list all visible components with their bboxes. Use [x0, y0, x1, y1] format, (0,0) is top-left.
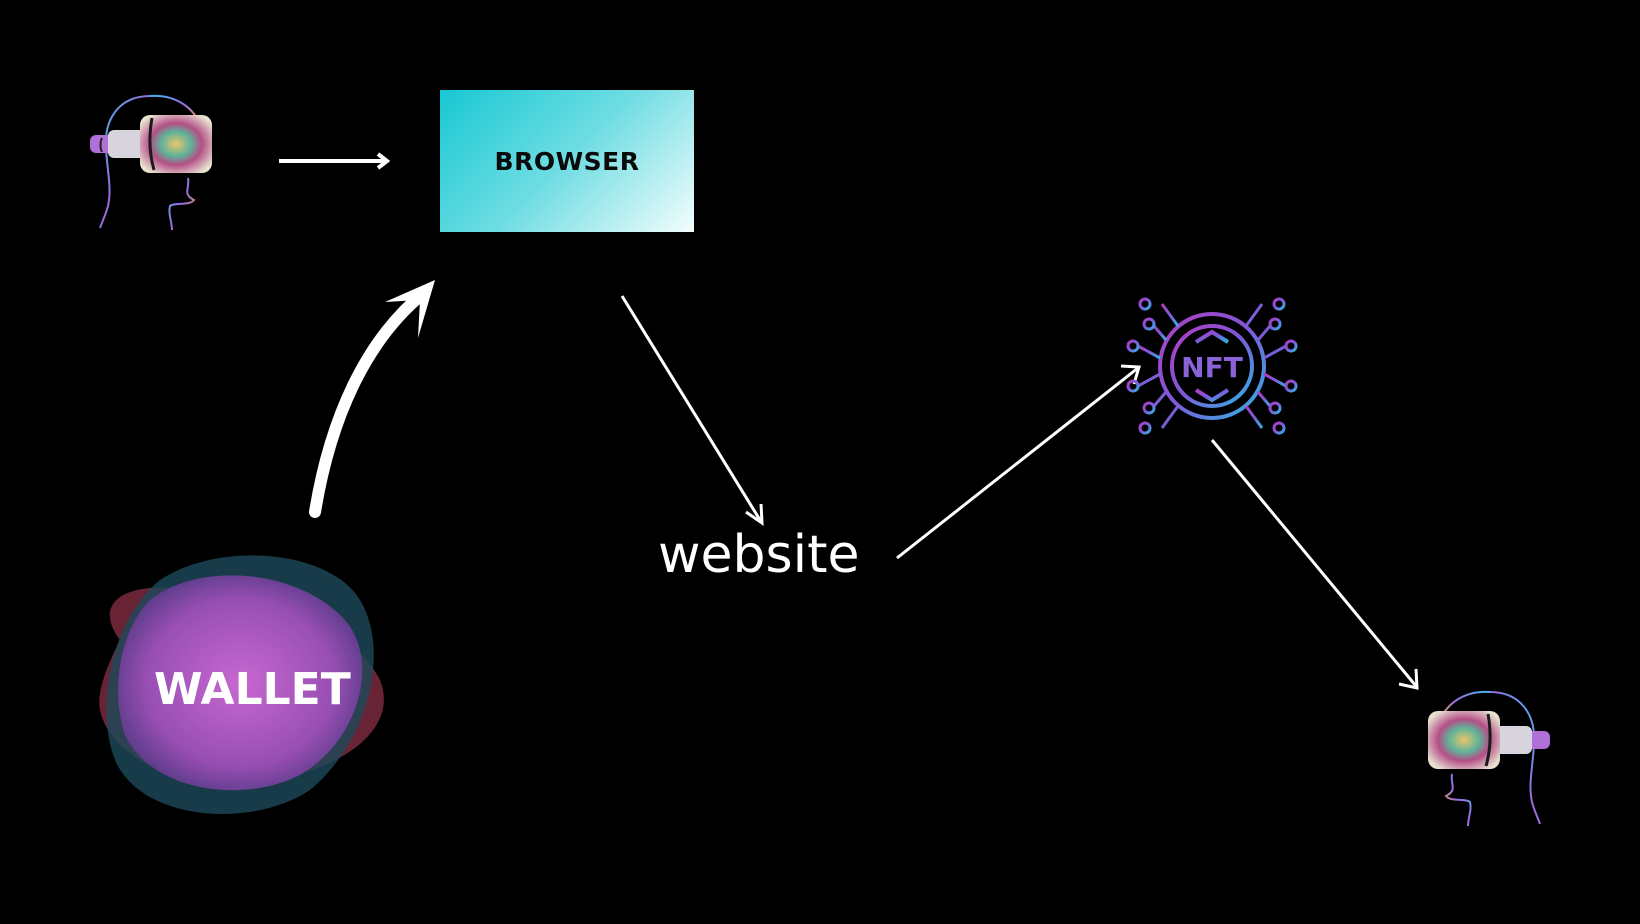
nft-label: NFT	[1181, 351, 1243, 384]
arrow-nft-to-user	[1210, 439, 1419, 690]
arrow-browser-to-website	[620, 295, 764, 526]
browser-box: BROWSER	[440, 90, 694, 232]
arrow-user-to-browser	[279, 152, 391, 170]
vr-headset-user-icon	[1428, 690, 1550, 827]
wallet-label: WALLET	[154, 664, 351, 715]
vr-headset-user-icon	[90, 94, 212, 231]
arrow-website-to-nft	[896, 364, 1141, 560]
website-label: website	[658, 525, 860, 585]
nft-chip-icon: NFT	[1126, 297, 1298, 435]
browser-label: BROWSER	[494, 146, 640, 176]
wallet-blob-shape	[99, 555, 384, 814]
arrow-wallet-to-browser	[309, 280, 435, 518]
